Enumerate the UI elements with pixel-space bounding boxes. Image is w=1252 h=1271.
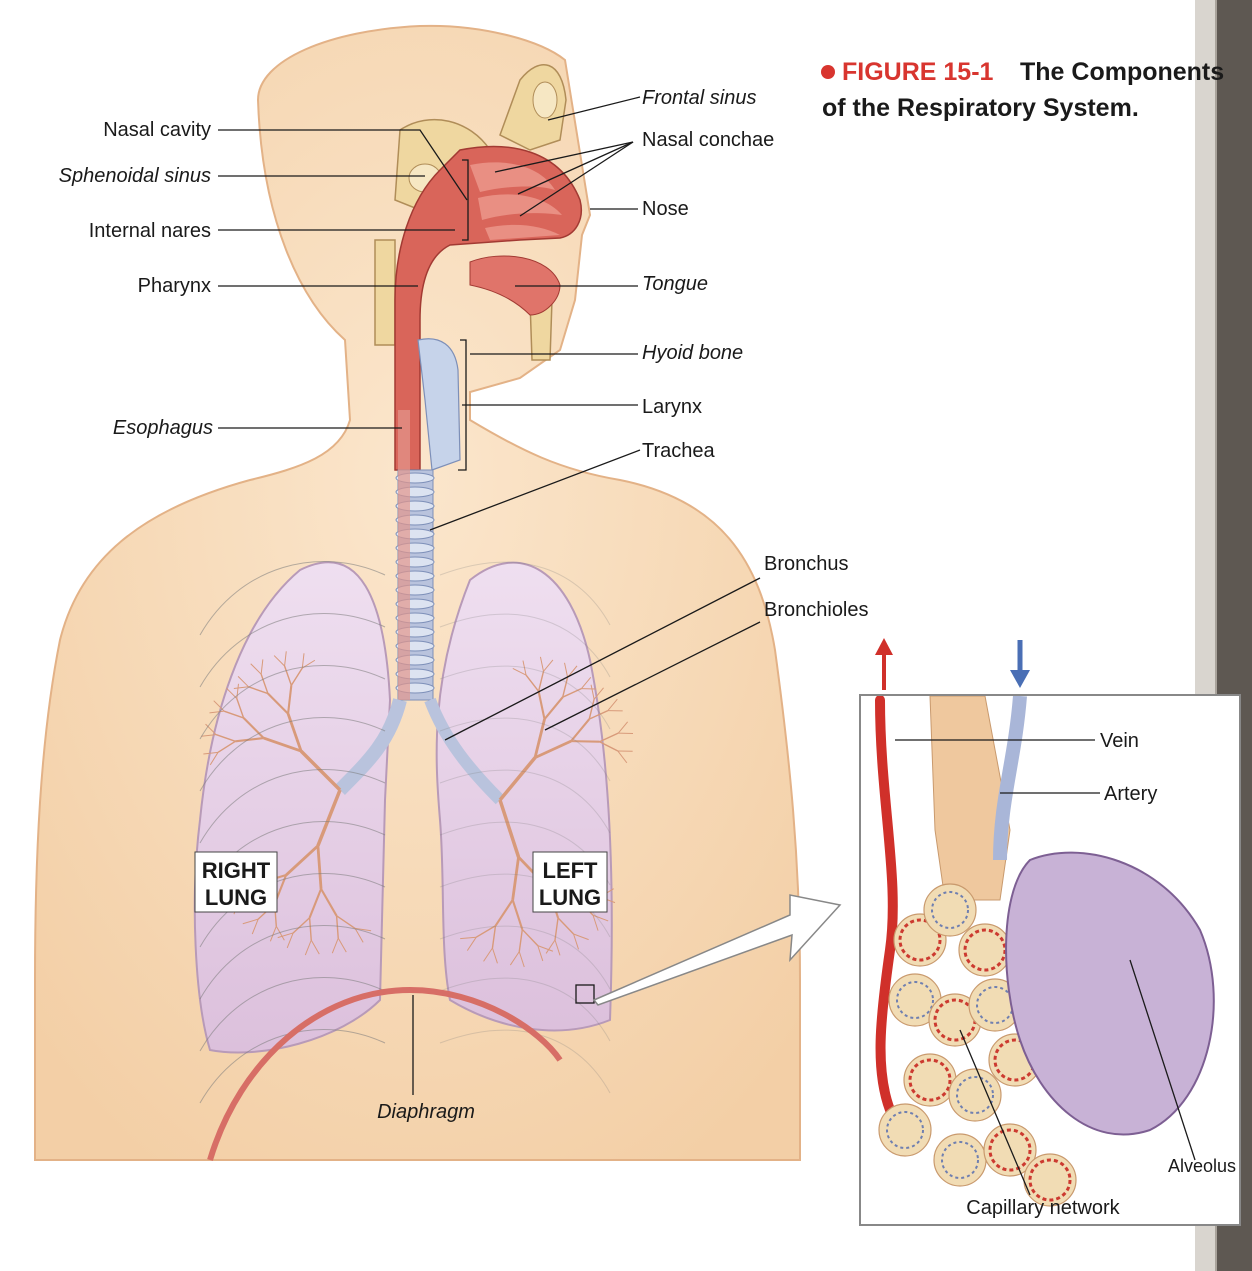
label-diaphragm: Diaphragm [377,1101,475,1123]
label-nasal-cavity: Nasal cavity [103,119,211,141]
figure-caption: FIGURE 15-1 The Components of the Respir… [821,58,1224,122]
outflow-arrow-head-icon [875,638,893,655]
figure-number: FIGURE 15-1 [842,58,994,86]
label-esophagus: Esophagus [113,417,213,439]
label-alveolus: Alveolus [1168,1156,1236,1176]
label-hyoid-bone: Hyoid bone [642,342,743,364]
left-lung-label: LEFT LUNG [533,852,607,912]
label-internal-nares: Internal nares [89,220,211,242]
right-lung-label-line1: RIGHT [202,858,271,883]
alveoli-inset [860,638,1240,1225]
caption-bullet-icon [821,65,835,79]
label-trachea: Trachea [642,440,716,462]
right-lung-label: RIGHT LUNG [195,852,277,912]
label-bronchus: Bronchus [764,553,849,575]
label-artery: Artery [1104,783,1157,805]
label-tongue: Tongue [642,273,708,295]
label-larynx: Larynx [642,396,702,418]
label-nose: Nose [642,198,689,220]
alveolar-sac [904,1054,956,1106]
label-capillary-network: Capillary network [966,1197,1120,1219]
caption-line-2: of the Respiratory System. [822,94,1139,122]
caption-line-1: The Components [1020,58,1224,86]
right-lung-label-line2: LUNG [205,885,267,910]
label-nasal-conchae: Nasal conchae [642,129,774,151]
label-pharynx: Pharynx [138,275,211,297]
left-lung-label-line2: LUNG [539,885,601,910]
bronchiole-branch [571,741,600,742]
inflow-arrow-head-icon [1010,670,1030,688]
label-vein: Vein [1100,730,1139,752]
left-lung-label-line1: LEFT [543,858,599,883]
alveolar-sac [959,924,1011,976]
label-frontal-sinus: Frontal sinus [642,87,757,109]
label-sphenoidal-sinus: Sphenoidal sinus [59,165,211,187]
label-bronchioles: Bronchioles [764,599,869,621]
